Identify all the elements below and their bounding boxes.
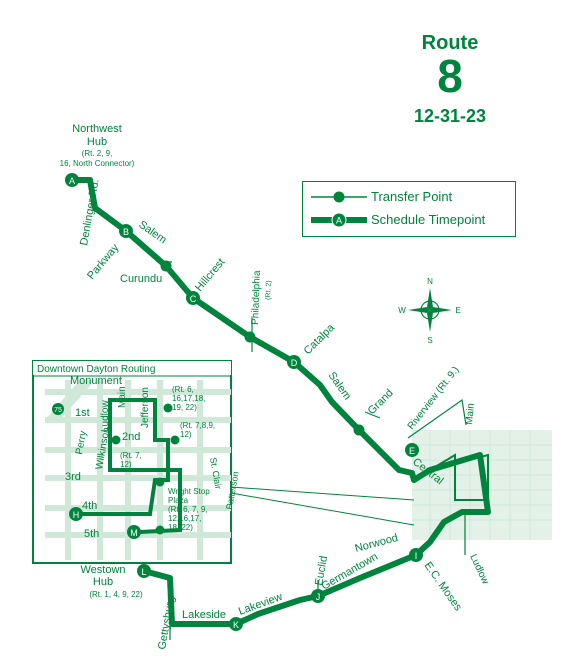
svg-text:75: 75 xyxy=(54,407,62,414)
inset-wright-plaza: Plaza xyxy=(168,496,189,505)
label-northwest-note: (Rt. 2, 9, xyxy=(82,149,113,158)
compass-s: S xyxy=(427,336,432,345)
route-number: 8 xyxy=(437,50,463,102)
inset-transfer-2: (Rt. 7,8,9, xyxy=(180,421,215,430)
timepoint-b: B xyxy=(119,224,133,238)
label-parkway: Parkway xyxy=(85,242,122,282)
inset-2nd: 2nd xyxy=(122,431,140,443)
label-ec-moses: E.C. Moses xyxy=(422,560,465,614)
inset-perry: Perry xyxy=(74,430,89,455)
inset-ludlow: Ludlow xyxy=(100,400,111,432)
inset-4th: 4th xyxy=(82,500,97,512)
svg-text:A: A xyxy=(69,176,75,186)
transfer-points xyxy=(160,260,365,436)
route-date: 12-31-23 xyxy=(413,106,487,126)
timepoint-d: D xyxy=(287,355,301,369)
inset-transfer-2b: 12) xyxy=(180,430,192,439)
inset-transfer-1c: 19, 22) xyxy=(172,403,197,412)
svg-text:M: M xyxy=(130,528,138,538)
transfer-point-grand xyxy=(353,424,365,436)
svg-text:H: H xyxy=(73,510,80,520)
inset-transfer-3: (Rt. 7, xyxy=(120,451,142,460)
downtown-inset: Downtown Dayton Routing 75 H M M xyxy=(32,360,241,564)
inset-callout-line xyxy=(230,492,415,526)
inset-wright-note-3: 18, 22) xyxy=(168,523,193,532)
transfer-point-icon xyxy=(311,191,367,203)
label-lakeside: Lakeside xyxy=(182,609,226,621)
timepoint-e: E xyxy=(405,443,419,457)
inset-main: Main xyxy=(117,386,128,408)
inset-title: Downtown Dayton Routing xyxy=(37,364,155,375)
label-catalpa: Catalpa xyxy=(302,321,338,357)
svg-text:K: K xyxy=(233,620,239,630)
inset-wright-note-1: (Rt. 6, 7, 9, xyxy=(168,505,208,514)
svg-text:B: B xyxy=(123,227,129,237)
compass-w: W xyxy=(398,306,406,315)
label-hillcrest: Hillcrest xyxy=(193,256,227,294)
svg-text:L: L xyxy=(141,567,146,577)
legend-transfer-label: Transfer Point xyxy=(371,189,453,204)
label-euclid: Euclid xyxy=(313,555,330,587)
inset-callout-line xyxy=(230,486,415,501)
label-northwest-note-2: 16, North Connector) xyxy=(60,159,135,168)
label-norwood: Norwood xyxy=(354,532,400,555)
svg-text:C: C xyxy=(190,294,197,304)
transfer-point-philadelphia xyxy=(244,331,256,343)
legend-timepoint-row: A Schedule Timepoint xyxy=(303,209,515,231)
label-curundu: Curundu xyxy=(120,273,162,285)
inset-monument: Monument xyxy=(70,375,122,387)
map-legend: Transfer Point A Schedule Timepoint xyxy=(302,181,516,237)
svg-text:D: D xyxy=(291,358,298,368)
legend-timepoint-label: Schedule Timepoint xyxy=(371,212,486,227)
legend-transfer-row: Transfer Point xyxy=(303,186,515,208)
inset-transfer-1b: 16,17,18, xyxy=(172,394,205,403)
svg-text:E: E xyxy=(409,446,415,456)
timepoint-j: J xyxy=(311,589,325,603)
timepoint-a: A xyxy=(65,173,79,187)
timepoint-i: I xyxy=(409,548,423,562)
downtown-loop xyxy=(429,453,489,501)
label-philadelphia-note: (Rt. 2) xyxy=(265,280,273,300)
timepoint-m: M xyxy=(127,525,141,539)
label-westown-hub-2: Hub xyxy=(93,576,113,588)
compass-rose: N S E W xyxy=(398,277,460,345)
label-northwest-hub: Northwest xyxy=(72,123,122,135)
inset-jefferson: Jefferson xyxy=(140,387,151,428)
timepoints: A B C D E I J K L xyxy=(65,173,423,631)
transfer-point-curundu xyxy=(160,260,172,272)
compass-e: E xyxy=(455,306,460,315)
svg-text:J: J xyxy=(316,592,321,602)
label-northwest-hub-2: Hub xyxy=(87,136,107,148)
inset-wright-stop: Wright Stop xyxy=(168,487,210,496)
label-main: Main xyxy=(464,403,477,426)
label-philadelphia: Philadelphia xyxy=(250,270,263,325)
svg-text:A: A xyxy=(336,216,342,226)
compass-n: N xyxy=(427,277,433,286)
inset-5th: 5th xyxy=(84,528,99,540)
route-label: Route xyxy=(421,32,479,54)
inset-3rd: 3rd xyxy=(65,471,81,483)
inset-transfer-3b: 12) xyxy=(120,460,132,469)
inset-wright-note-2: 12,16,17, xyxy=(168,514,201,523)
label-ludlow: Ludlow xyxy=(467,553,491,587)
timepoint-c: C xyxy=(186,291,200,305)
svg-text:I: I xyxy=(415,551,418,561)
inset-route-line xyxy=(72,398,182,534)
label-grand: Grand xyxy=(366,387,396,417)
label-riverview: Riverview (Rt. 9.) xyxy=(406,365,462,432)
timepoint-l: L xyxy=(137,564,151,578)
inset-transfer-1: (Rt. 6, xyxy=(172,385,194,394)
timepoint-icon: A xyxy=(311,212,367,228)
timepoint-h: H xyxy=(69,507,83,521)
interstate-shield xyxy=(52,403,64,415)
timepoint-k: K xyxy=(229,617,243,631)
label-westown-hub: Westown xyxy=(80,564,125,576)
label-westown-note: (Rt. 1, 4, 9, 22) xyxy=(89,590,143,599)
inset-1st: 1st xyxy=(75,407,90,419)
